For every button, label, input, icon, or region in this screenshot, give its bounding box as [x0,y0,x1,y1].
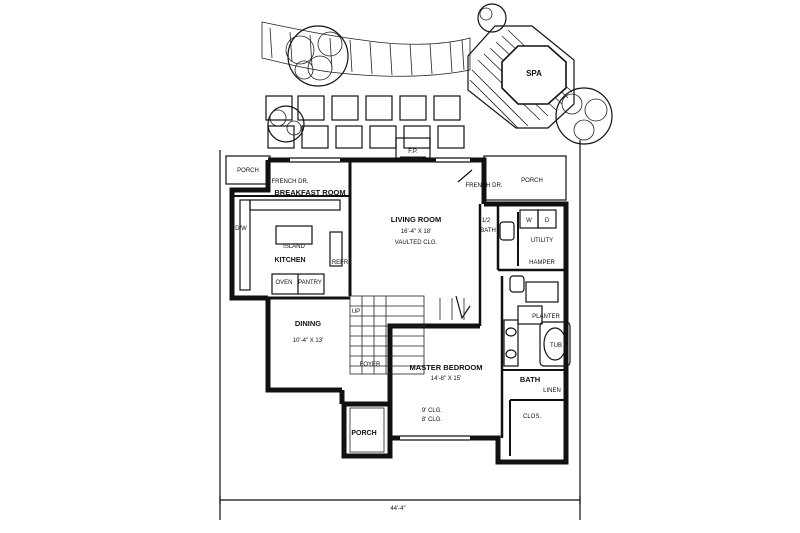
closet-label: CLOS. [523,414,541,420]
french-door-left-label: FRENCH DR. [272,179,309,185]
breakfast-room-label: BREAKFAST ROOM [274,188,345,197]
dryer-label: D [545,218,550,224]
utility-label: UTILITY [531,238,553,244]
stair-up-label: UP [352,309,360,315]
landscape: SPA [261,3,613,149]
master-bedroom-label: MASTER BEDROOM [410,363,483,372]
pantry-label: PANTRY [298,280,322,286]
french-door-right-label: FRENCH DR. [466,183,503,189]
living-room-size: 16'-4" X 18' [401,229,431,235]
spa-tub [501,45,567,105]
dining-size: 10'-4" X 13' [293,338,323,344]
kitchen-label: KITCHEN [274,257,305,264]
foyer-label: FOYER [360,362,381,368]
porch-left-label: PORCH [237,168,259,174]
refrigerator-label: REFR [332,260,349,266]
ceiling-8-label: 8' CLG. [422,417,442,423]
exterior-walls [229,157,569,465]
porch-front-label: PORCH [351,430,376,437]
bath-fixtures [499,209,571,367]
living-room-ceiling: VAULTED CLG. [395,240,438,246]
planter-label: PLANTER [532,314,560,320]
hamper-label: HAMPER [529,260,555,266]
tree-icon [267,105,305,143]
spa-deck [467,25,575,129]
master-bath-label: BATH [520,375,540,384]
dining-label: DINING [295,319,321,328]
living-room-label: LIVING ROOM [391,215,441,224]
fireplace-label: F.P. [408,149,418,155]
tub-label: TUB [550,343,562,349]
interior-walls [232,160,566,456]
island-label: ISLAND [283,244,305,250]
master-bedroom-size: 14'-8" X 15' [431,376,461,382]
overall-width-dimension: 44'-4" [390,506,405,512]
stairs [349,295,465,375]
linen-label: LINEN [543,388,561,394]
lot-lines [219,140,581,520]
dishwasher-label: D/W [235,226,247,232]
openings [290,157,473,441]
tree-icon [477,3,507,33]
tree-icon [555,87,613,145]
spa-label: SPA [526,69,542,78]
washer-label: W [526,218,532,224]
paver-stones [265,95,465,149]
porch-right-label: PORCH [521,178,543,184]
tree-icon [285,25,349,87]
kitchen-fixtures [239,199,343,295]
ceiling-9-label: 9' CLG. [422,408,442,414]
half-bath-label-1: 1/2 [482,218,491,224]
oven-label: OVEN [275,280,292,286]
half-bath-label-2: BATH [480,228,496,234]
porch-front [341,401,393,459]
